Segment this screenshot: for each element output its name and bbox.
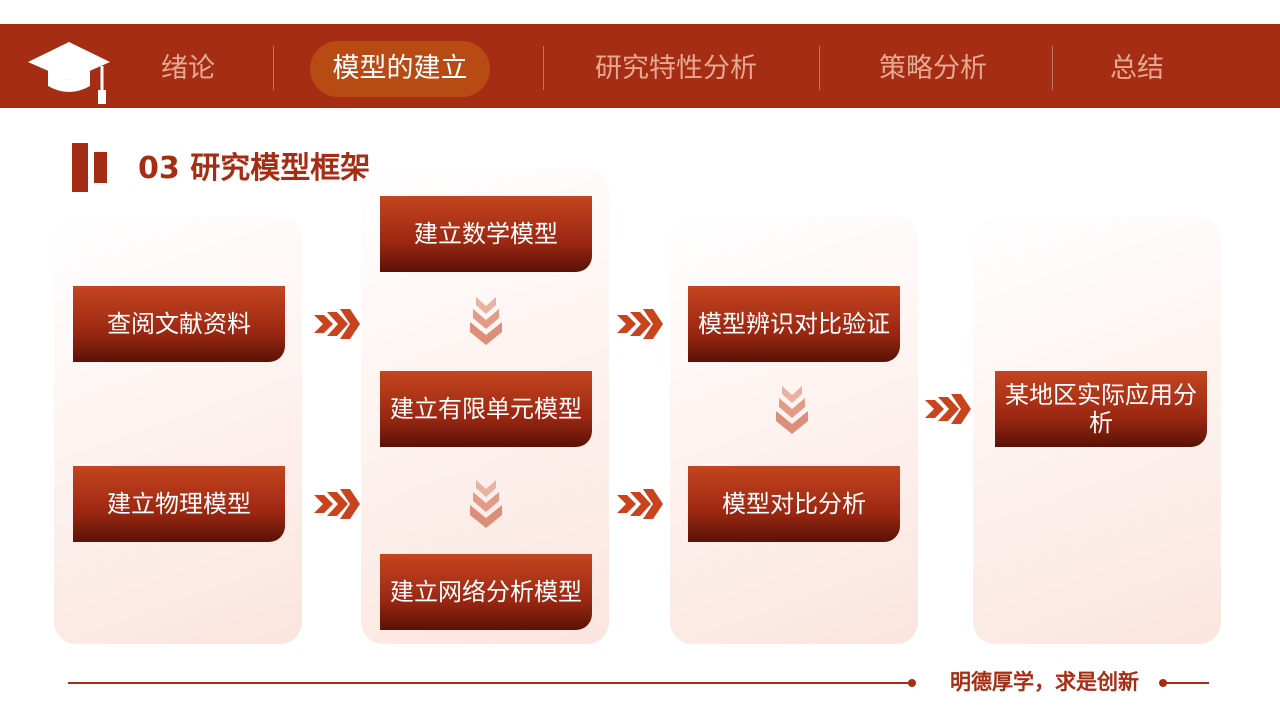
footer-divider [68, 682, 914, 684]
triple-chevron-right-icon [617, 309, 663, 339]
nav-tab-characteristics[interactable]: 研究特性分析 [595, 53, 757, 84]
footer-dot [908, 679, 916, 687]
step-box: 建立数学模型 [380, 196, 592, 272]
nav-separator [273, 46, 274, 90]
title-accent-bar [94, 152, 107, 183]
triple-chevron-down-icon [776, 386, 808, 434]
triple-chevron-right-icon [314, 489, 360, 519]
triple-chevron-down-icon [470, 480, 502, 528]
section-title: 03 研究模型框架 [138, 151, 371, 186]
nav-tab-summary[interactable]: 总结 [1110, 53, 1164, 84]
nav-tab-strategy[interactable]: 策略分析 [879, 53, 987, 84]
column-panel-1 [54, 216, 302, 644]
triple-chevron-right-icon [617, 489, 663, 519]
triple-chevron-down-icon [470, 297, 502, 345]
nav-tab-model-building[interactable]: 模型的建立 [310, 41, 490, 97]
graduation-cap-icon [28, 42, 110, 104]
step-box: 查阅文献资料 [73, 286, 285, 362]
step-box: 模型辨识对比验证 [688, 286, 900, 362]
step-box: 建立有限单元模型 [380, 371, 592, 447]
footer-dot [1159, 679, 1167, 687]
triple-chevron-right-icon [925, 394, 971, 424]
step-box: 模型对比分析 [688, 466, 900, 542]
footer-divider [1164, 682, 1209, 684]
footer-motto: 明德厚学，求是创新 [950, 670, 1139, 694]
title-accent-bar [72, 143, 88, 192]
nav-separator [543, 46, 544, 90]
nav-tab-intro[interactable]: 绪论 [161, 53, 215, 84]
step-box: 建立网络分析模型 [380, 554, 592, 630]
triple-chevron-right-icon [314, 309, 360, 339]
top-nav-bar: 绪论 模型的建立 研究特性分析 策略分析 总结 [0, 24, 1280, 108]
nav-separator [1052, 46, 1053, 90]
step-box: 某地区实际应用分析 [995, 371, 1207, 447]
step-box: 建立物理模型 [73, 466, 285, 542]
nav-separator [819, 46, 820, 90]
